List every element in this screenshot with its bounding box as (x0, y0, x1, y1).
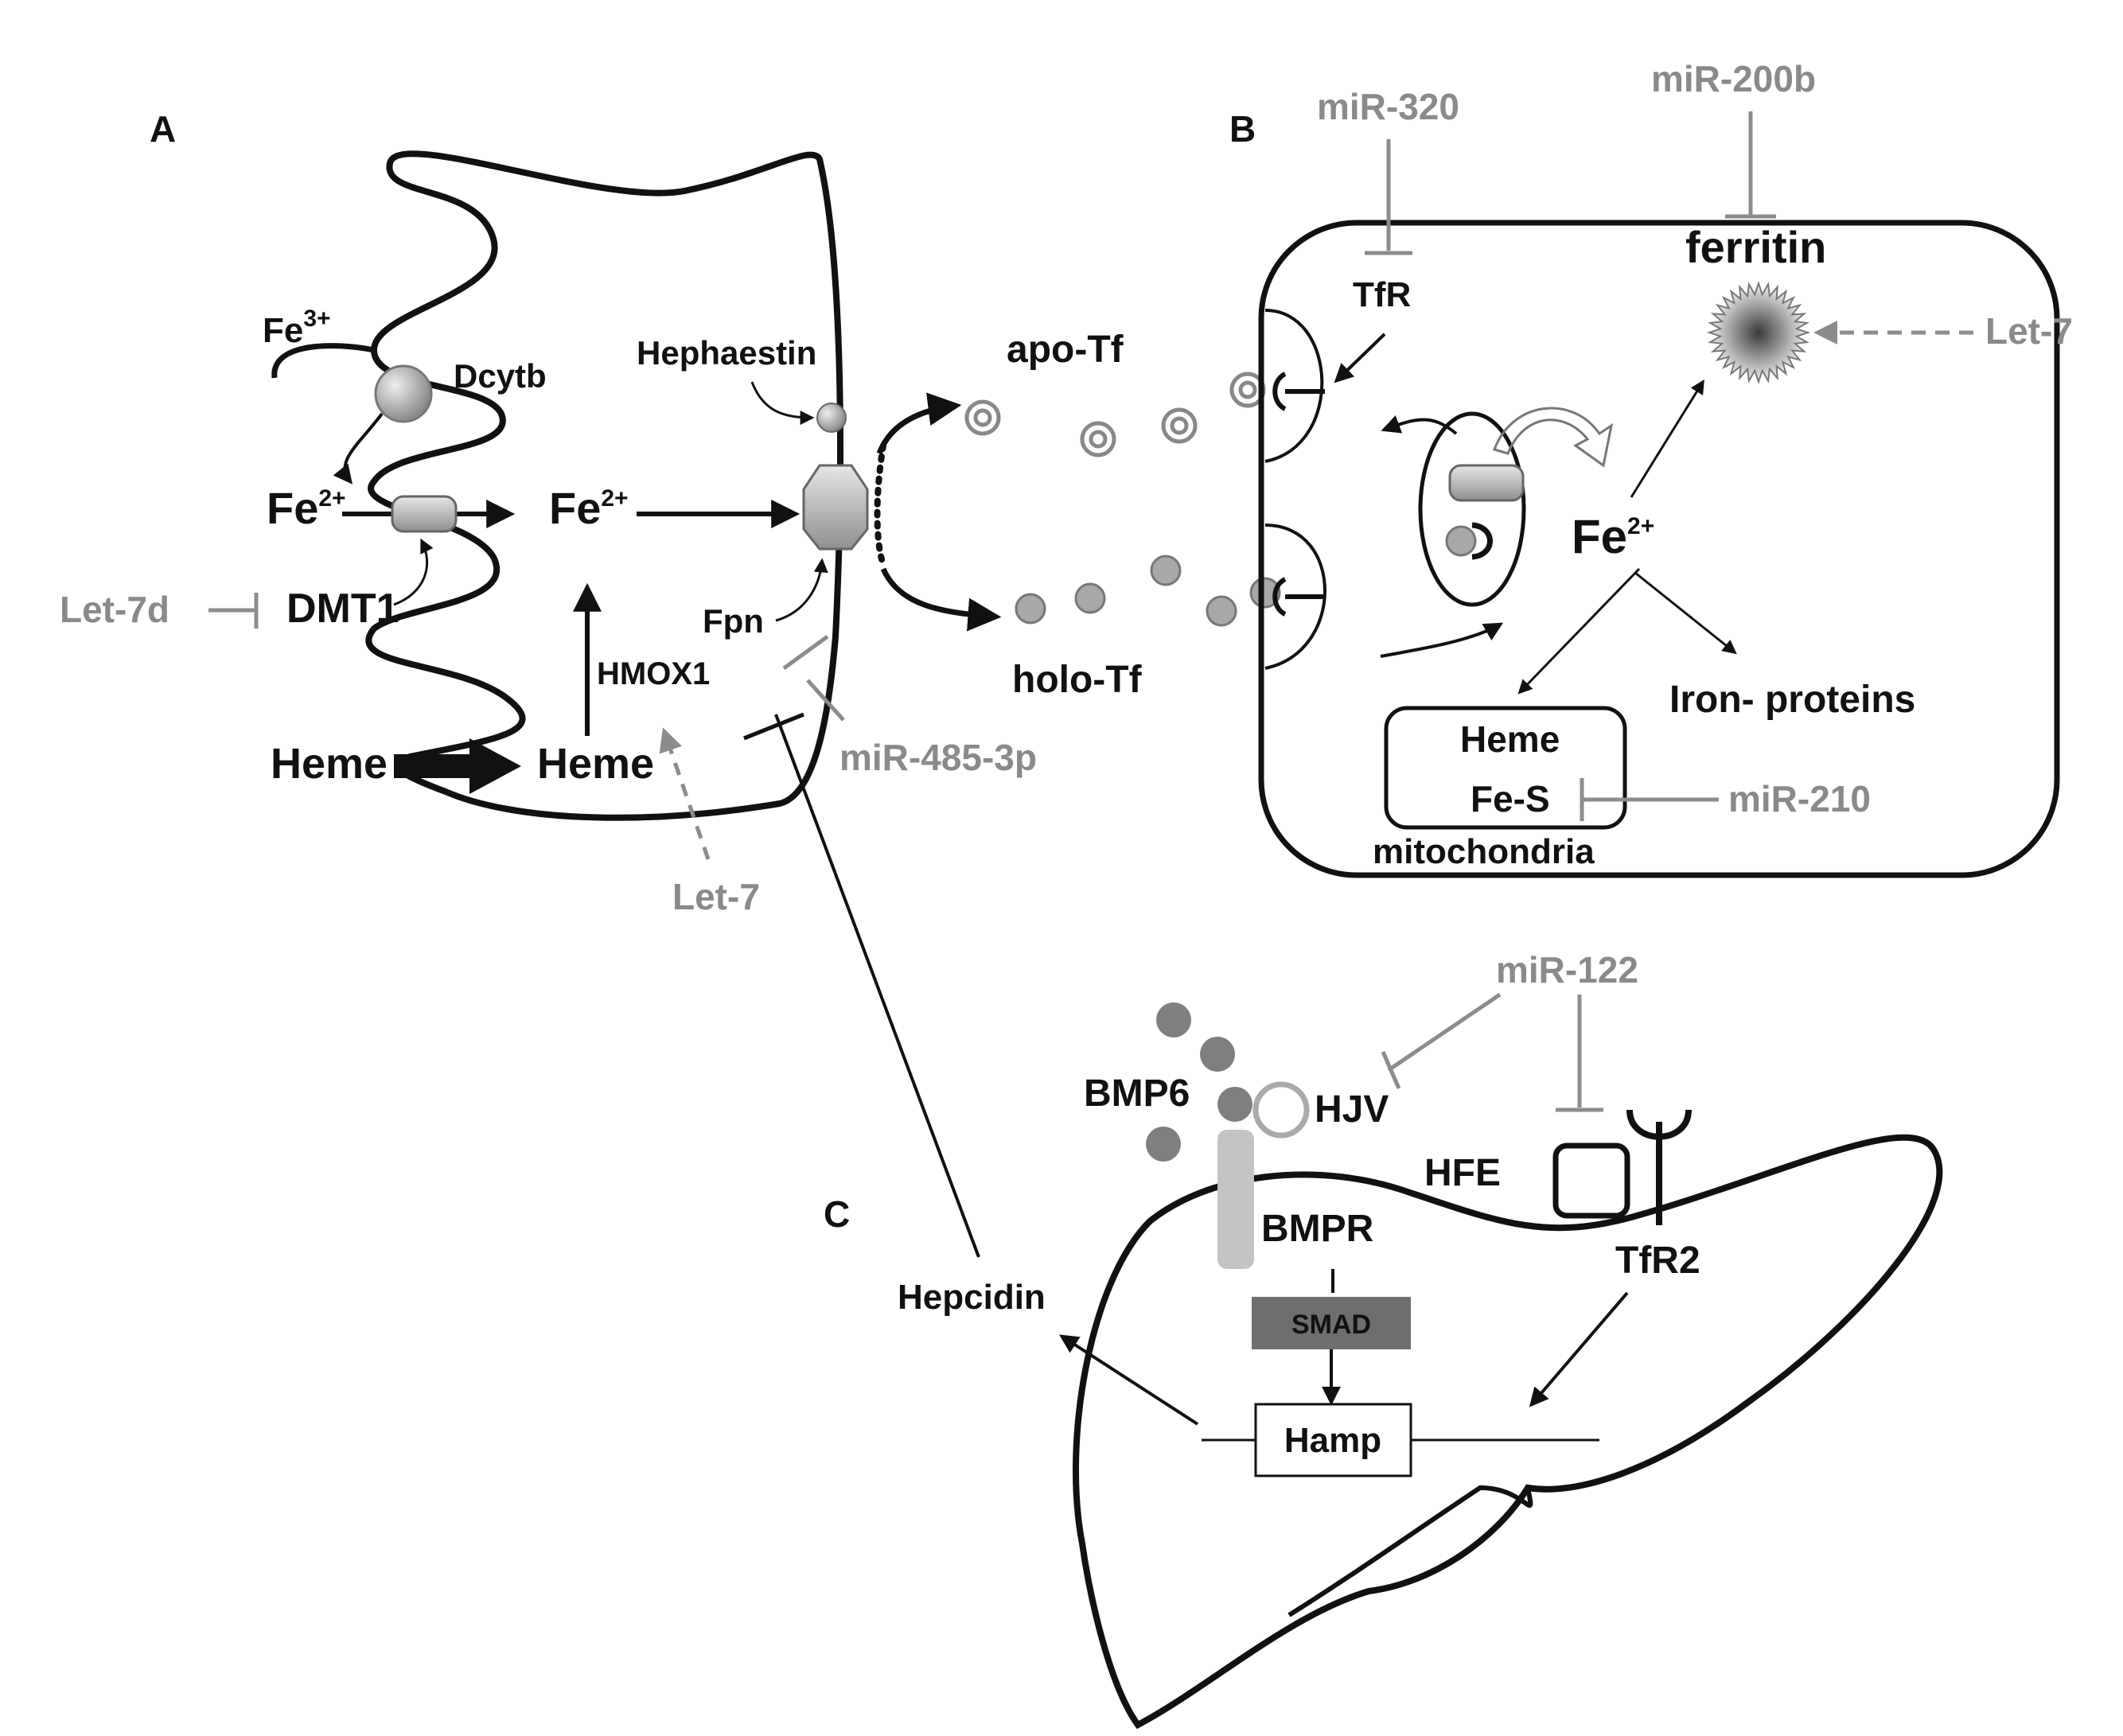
fe2-to-iron-proteins-arrow (1634, 571, 1737, 655)
apo-tf-particles (964, 372, 1266, 457)
dmt1-label: DMT1 (286, 586, 399, 632)
dcytb-label: Dcytb (454, 357, 547, 395)
smad-label: SMAD (1291, 1310, 1371, 1340)
hepcidin-label: Hepcidin (898, 1278, 1046, 1317)
heme-outer-label: Heme (271, 740, 388, 788)
holo-tf-particles (1015, 555, 1281, 627)
dcytb-protein (374, 364, 433, 423)
hephaestin-pointer (750, 381, 815, 425)
bmp6-ligands (1146, 1002, 1252, 1162)
bmpr-label: BMPR (1261, 1208, 1373, 1250)
let7-to-hmox1-dashed-arrow (659, 727, 711, 860)
fpn-to-apo-tf-curve (876, 392, 962, 455)
hepcidin-inhibition-line (774, 714, 980, 1258)
hjv-protein (1252, 1081, 1310, 1139)
mir485-label: miR-485-3p (839, 737, 1037, 778)
recycling-endosome (1418, 411, 1526, 607)
endosome-release-open-arrow (1493, 407, 1614, 468)
panel-label-c: C (824, 1193, 850, 1235)
fe2-to-ferritin-arrow (1630, 379, 1704, 498)
mir485-inhibition-bar (782, 634, 829, 671)
tfr-label: TfR (1353, 275, 1411, 314)
tfr2-label: TfR2 (1615, 1240, 1700, 1282)
endosomal-receptor (1471, 522, 1493, 560)
let7-label-b: Let-7 (1985, 310, 2073, 352)
fe2-outer-label: Fe2+ (267, 483, 346, 533)
enterocyte (271, 150, 843, 821)
hephaestin-label: Hephaestin (637, 334, 816, 372)
mir122-hjv-inhibition-bar (1381, 1051, 1401, 1089)
mir122-hjv-inhibition-line (1387, 992, 1502, 1072)
endosome-upper (1264, 309, 1324, 463)
fpn-label: Fpn (703, 602, 764, 640)
panel-label-a: A (150, 108, 176, 150)
fe2-cytosol-label: Fe2+ (1572, 510, 1654, 563)
mito-heme-label: Heme (1460, 718, 1560, 760)
liver-lobe-line (1287, 1485, 1533, 1617)
fpn-to-holo-tf-curve (880, 567, 1002, 632)
hmox1-label: HMOX1 (597, 656, 710, 691)
heme-import-arrow (394, 738, 521, 794)
hfe-label: HFE (1424, 1152, 1501, 1194)
hamp-label: Hamp (1284, 1421, 1381, 1460)
tfr-receptor-lower-cup (1272, 577, 1287, 617)
enterocyte-membrane (365, 150, 843, 821)
heme-inner-label: Heme (537, 740, 654, 788)
endosomal-tf-particle (1445, 525, 1477, 557)
mir122-label: miR-122 (1496, 949, 1638, 991)
let7d-label: Let-7d (60, 589, 169, 630)
mito-fes-label: Fe-S (1471, 778, 1550, 819)
apical-membrane-tail (271, 343, 375, 379)
erythroid-cell-membrane (1258, 220, 2060, 878)
mitochondria-box (1384, 706, 1627, 830)
endosome-out-arrow (1381, 415, 1458, 435)
hjv-label: HJV (1315, 1088, 1389, 1131)
hamp-to-hepcidin-arrow (1058, 1334, 1199, 1426)
mir210-label: miR-210 (1728, 778, 1871, 819)
ferritin-label: ferritin (1685, 222, 1826, 272)
mir485-inhibition-line (806, 679, 845, 722)
smad-box (1252, 1297, 1411, 1349)
bmpr-receptor (1217, 1130, 1254, 1269)
mir200b-label: miR-200b (1651, 58, 1816, 99)
fpn-dotted-loading (874, 442, 886, 568)
mitochondria-label: mitochondria (1373, 832, 1595, 871)
dmt1-protein (391, 495, 458, 533)
ferritin-particle (1706, 280, 1811, 385)
tfr-pointer (1334, 333, 1386, 383)
tfr2-to-hamp-arrow (1529, 1291, 1629, 1407)
apo-tf-label: apo-Tf (1007, 329, 1124, 371)
holo-tf-label: holo-Tf (1012, 659, 1143, 701)
liver-outline (1073, 1134, 1943, 1730)
tfr-receptor-upper-cup (1272, 372, 1287, 411)
dmt1-endosomal-protein (1448, 464, 1525, 502)
dmt1-pointer (393, 538, 434, 606)
endosome-lower (1264, 524, 1326, 670)
iron-proteins-label: Iron- proteins (1669, 679, 1915, 721)
hfe-protein (1552, 1142, 1630, 1219)
hephaestin-protein (816, 403, 847, 433)
bmp6-label: BMP6 (1084, 1072, 1190, 1115)
fe2-inner-label: Fe2+ (549, 483, 629, 533)
hepcidin-inhibition-bar (743, 712, 804, 741)
fe3-to-fe2-arrow (333, 412, 384, 485)
tfr2-receptor-cup (1626, 1109, 1692, 1140)
mir320-label: miR-320 (1317, 86, 1459, 127)
fe2-to-mitochondria-arrow (1517, 567, 1641, 695)
endosome-in-arrow (1380, 622, 1504, 658)
hamp-box (1254, 1403, 1412, 1477)
fe3-label: Fe3+ (263, 306, 331, 350)
ferroportin-protein (802, 464, 869, 551)
let7-label-a: Let-7 (672, 876, 760, 917)
panel-label-b: B (1229, 108, 1256, 150)
fpn-pointer (775, 558, 828, 622)
